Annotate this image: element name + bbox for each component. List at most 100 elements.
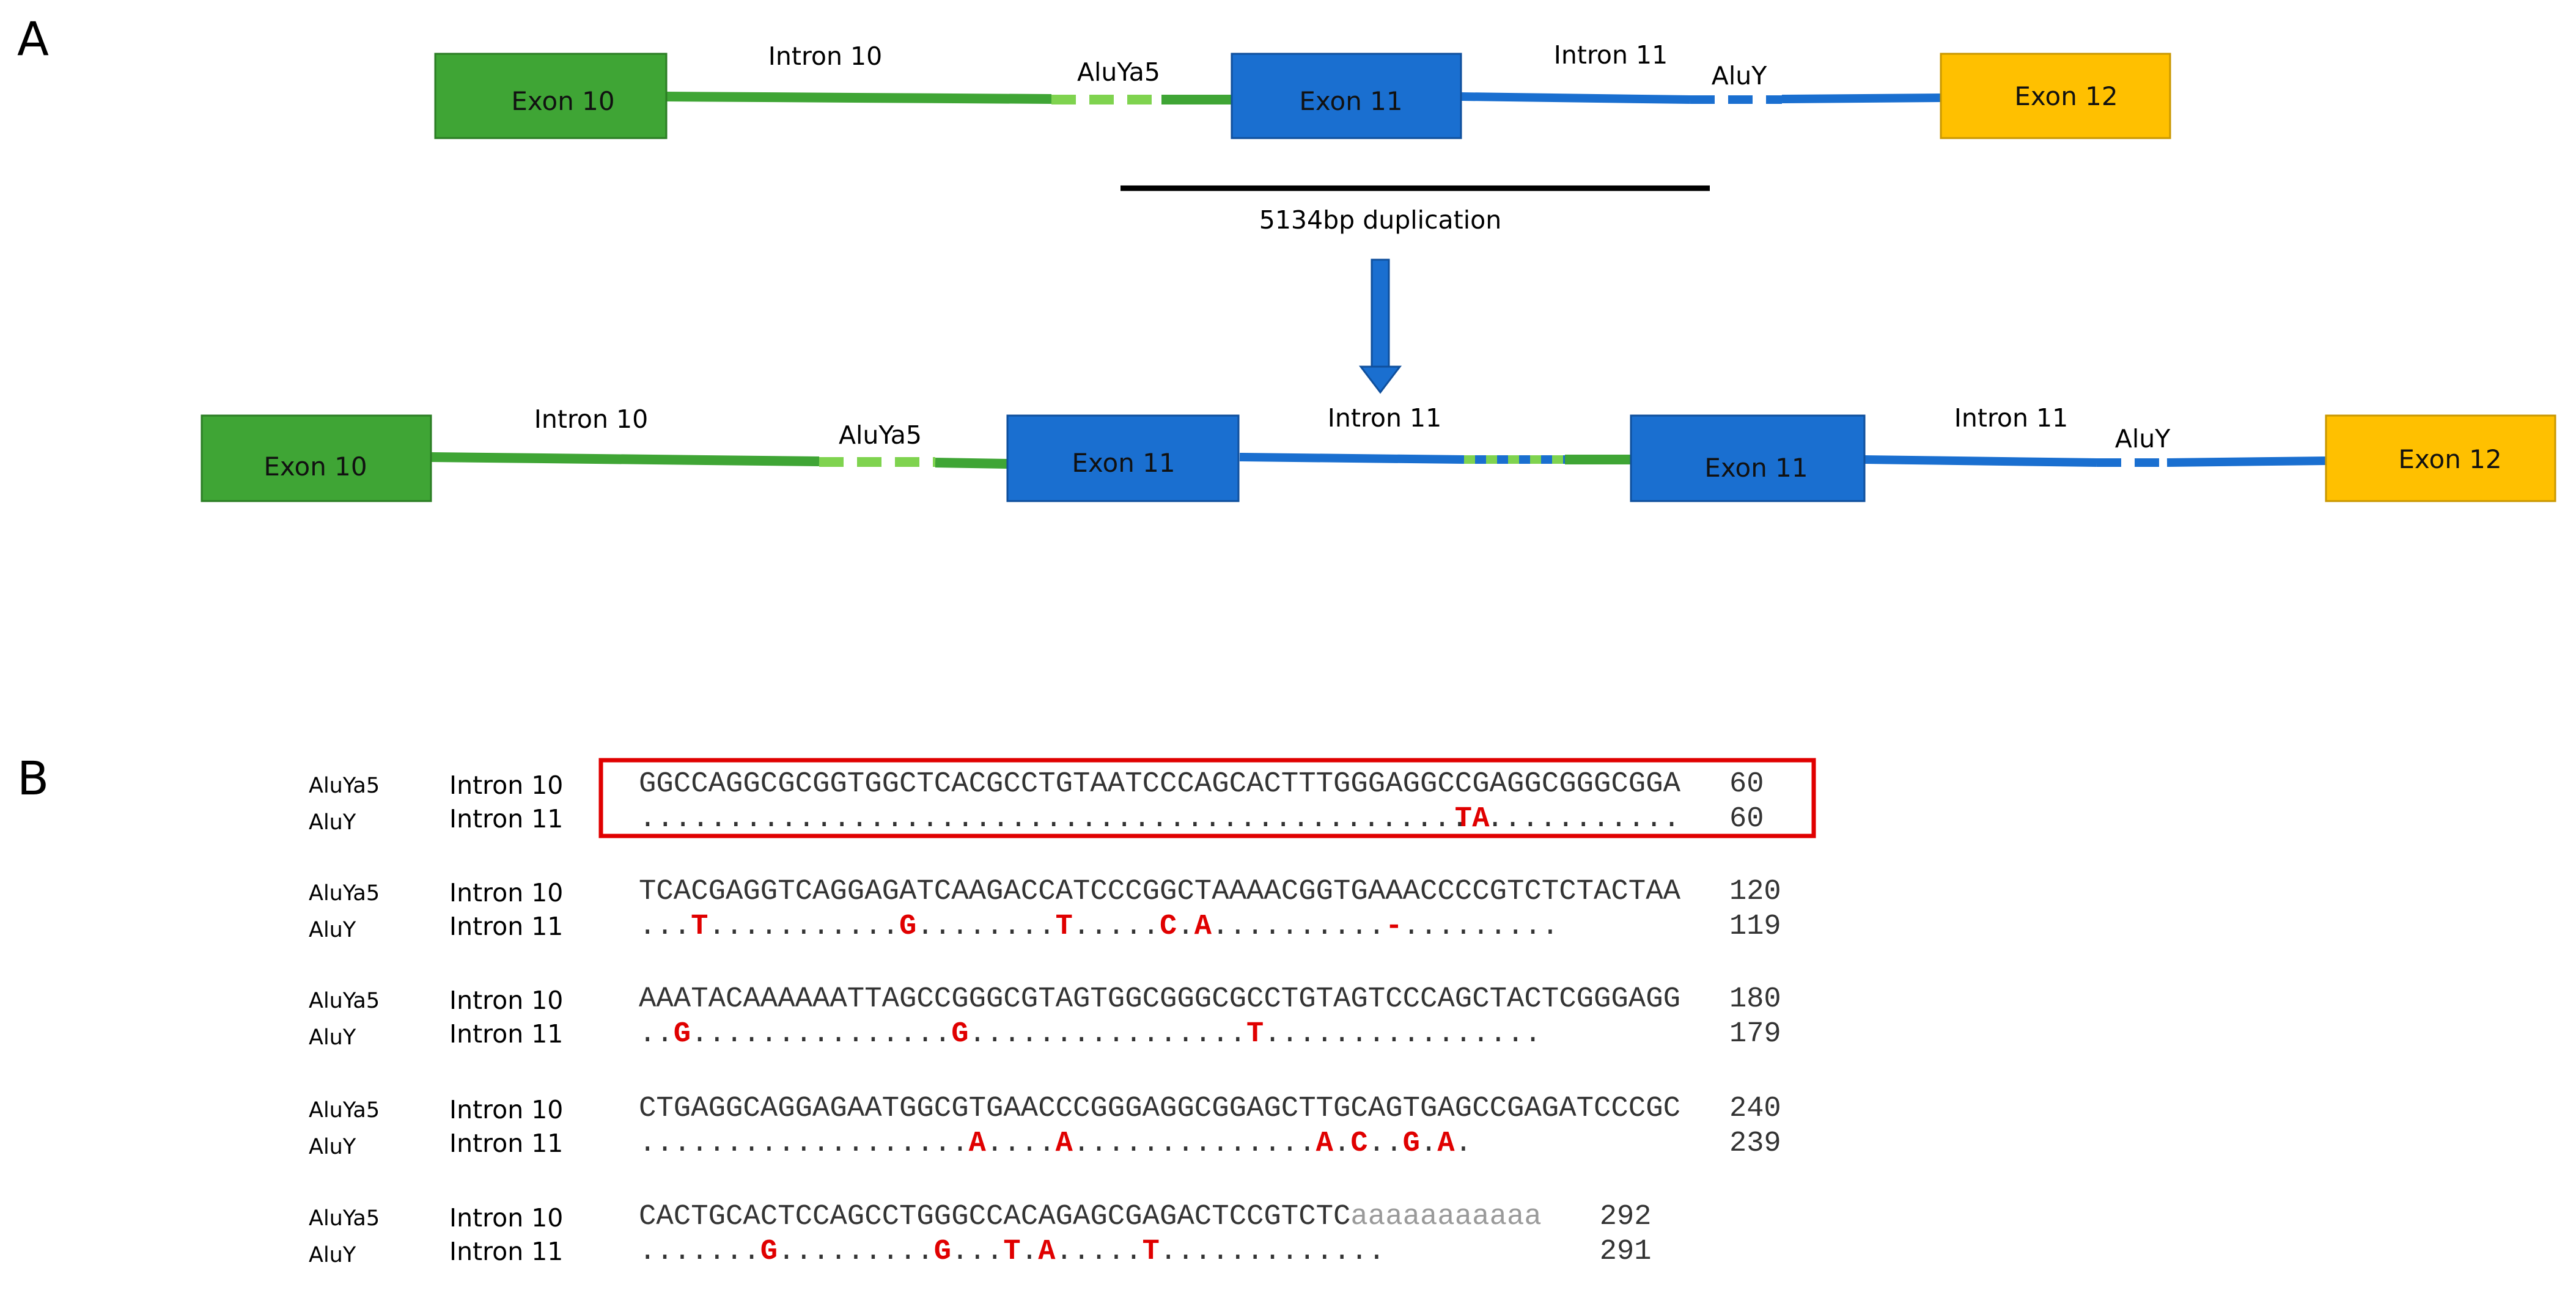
row-bottom-alu-label: AluY [309,1135,356,1159]
mutation-base: G [951,1018,968,1050]
top-sequence: CACTGCACTCCAGCCTGGGCCACAGAGCGAGACTCCGTCT… [639,1201,1350,1233]
row-bottom-intron-label: Intron 11 [449,912,563,941]
mutation-base: A [969,1127,987,1160]
bottom-sequence-dots: ....... ......... ... . ..... ..........… [639,1236,1385,1268]
mutation-base: A [1316,1127,1334,1160]
row-top-alu-label: AluYa5 [309,881,380,906]
mutation-base: - [1385,911,1402,943]
mutation-base: C [1160,911,1177,943]
bottom-intron10-label: Intron 10 [534,405,648,434]
row-top-alu-label: AluYa5 [309,774,380,798]
bottom-exon11-first-box [1006,414,1240,502]
top-sequence: CTGAGGCAGGAGAATGGCGTGAACCCGGGAGGCGGAGCTT… [639,1093,1680,1125]
bottom-intron10-line [430,452,820,466]
mutation-base: G [934,1236,951,1268]
top-position-number: 60 [1729,768,1764,801]
bottom-exon10-label: Exon 10 [263,452,367,482]
mutation-base: G [1403,1127,1420,1160]
panel-b-letter: B [17,751,49,805]
row-bottom-intron-label: Intron 11 [449,804,563,834]
duplication-arrow [1358,258,1402,394]
row-top-intron-label: Intron 10 [449,878,563,907]
top-exon11-box [1231,53,1462,139]
mutation-base: A [1194,911,1212,943]
row-bottom-alu-label: AluY [309,810,356,835]
bottom-intron11-mid-label: Intron 11 [1328,403,1441,433]
top-intron10-label: Intron 10 [768,42,882,71]
bottom-intron11-right-line [1864,455,2097,467]
bottom-exon12-box [2325,414,2556,502]
row-bottom-intron-label: Intron 11 [449,1237,563,1266]
mutation-base: G [899,911,916,943]
row-top-alu-label: AluYa5 [309,1098,380,1123]
row-top-alu-label: AluYa5 [309,989,380,1013]
mutation-base: T [1056,911,1073,943]
bottom-exon12-label: Exon 12 [2398,444,2501,474]
bottom-position-number: 291 [1600,1236,1652,1268]
top-position-number: 120 [1729,876,1781,908]
bottom-exon11-first-label: Exon 11 [1072,448,1175,478]
bottom-position-number: 60 [1729,803,1764,835]
row-top-intron-label: Intron 10 [449,986,563,1015]
row-bottom-intron-label: Intron 11 [449,1019,563,1049]
mutation-base: A [1038,1236,1056,1268]
top-position-number: 292 [1600,1201,1652,1233]
row-bottom-alu-label: AluY [309,918,356,942]
top-sequence: TCACGAGGTCAGGAGATCAAGACCATCCCGGCTAAAACGG… [639,876,1681,908]
bottom-exon10-box [201,414,432,502]
row-top-intron-label: Intron 10 [449,771,563,800]
top-exon10-label: Exon 10 [511,86,614,116]
bottom-intron11-right-label: Intron 11 [1954,403,2068,433]
bottom-aluya5-label: AluYa5 [839,420,922,450]
mutation-base: T [1143,1236,1160,1268]
bottom-sequence-dots: .. ............... ................ ....… [639,1018,1542,1050]
mutation-base: A [1437,1127,1455,1160]
top-aluy-label: AluY [1712,61,1767,90]
bottom-position-number: 179 [1729,1018,1781,1050]
mutation-base: T [1246,1018,1264,1050]
polya-tail: aaaaaaaaaaa [1350,1201,1541,1233]
bottom-sequence-dots: ... ........... ........ ..... . .......… [639,911,1559,943]
top-exon12-label: Exon 12 [2014,81,2118,111]
row-top-intron-label: Intron 10 [449,1203,563,1233]
mutation-base: T [1455,803,1472,835]
row-top-intron-label: Intron 10 [449,1095,563,1124]
row-top-alu-label: AluYa5 [309,1206,380,1231]
mutation-base: A [1056,1127,1073,1160]
mutation-base: G [760,1236,778,1268]
bottom-sequence-dots: ................... .... .............. … [639,1127,1472,1160]
top-intron10-line [666,92,1052,104]
mutation-base: T [691,911,708,943]
row-bottom-alu-label: AluY [309,1025,356,1050]
bottom-exon11-second-label: Exon 11 [1704,453,1808,483]
top-intron11-line-right [1781,93,1941,103]
bottom-aluy-label: AluY [2115,424,2171,453]
top-intron11-line [1460,92,1691,104]
row-bottom-alu-label: AluY [309,1243,356,1267]
top-gene-row: Exon 10 Exon 11 Exon 12 Intron 10 AluYa5… [434,40,2171,139]
row-bottom-intron-label: Intron 11 [449,1129,563,1158]
mutation-base: G [674,1018,691,1050]
top-sequence: GGCCAGGCGCGGTGGCTCACGCCTGTAATCCCAGCACTTT… [639,768,1681,801]
mutation-base: A [1472,803,1490,835]
top-intron11-label: Intron 11 [1554,40,1668,70]
panel-a-letter: A [17,12,49,66]
bottom-intron10-line-right [935,458,1008,469]
top-exon12-box [1940,53,2171,139]
bottom-gene-row: Exon 10 Exon 11 Exon 11 Exon 12 Intron 1… [201,403,2556,502]
bottom-exon11-second-box [1630,414,1866,502]
top-sequence: AAATACAAAAAATTAGCCGGGCGTAGTGGCGGGCGCCTGT… [639,983,1680,1016]
bottom-sequence-dots: ........................................… [639,803,1680,835]
bottom-position-number: 239 [1729,1127,1781,1160]
duplication-label: 5134bp duplication [1259,205,1501,235]
bottom-intron11-mid-line [1239,453,1465,464]
top-position-number: 240 [1729,1093,1781,1125]
bottom-position-number: 119 [1729,911,1781,943]
mutation-base: C [1350,1127,1367,1160]
top-exon11-label: Exon 11 [1299,86,1402,116]
conserved-motif-highlight-box [598,758,1816,838]
top-aluya5-label: AluYa5 [1077,57,1160,87]
top-position-number: 180 [1729,983,1781,1016]
